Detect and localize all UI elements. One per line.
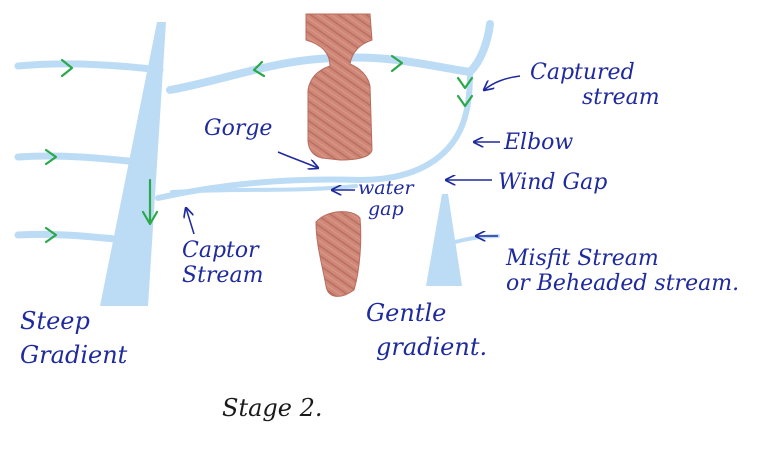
leader-gorge — [277, 151, 318, 168]
flow-arrow — [456, 94, 474, 108]
leader-arrows — [186, 75, 521, 236]
captor-stream-lower — [170, 184, 358, 194]
leader-captured — [484, 75, 521, 90]
flow-arrow — [390, 54, 404, 73]
tributary-middle — [14, 152, 152, 167]
gentle-gradient-label: Gentle gradient. — [366, 296, 487, 364]
captured-stream-label-line1: Captured — [530, 60, 635, 85]
misfit-inflow — [453, 234, 500, 244]
tributary-bottom — [14, 230, 129, 244]
wind-gap-label: Wind Gap — [498, 170, 608, 195]
tributary-top — [14, 60, 164, 74]
stage-caption: Stage 2. — [222, 394, 323, 422]
captor-stream-label-line2: Stream — [182, 263, 264, 288]
gentle-gradient-label-line1: Gentle — [366, 299, 447, 327]
captor-stream — [155, 69, 473, 201]
misfit-stream — [426, 194, 462, 286]
misfit-stream-label-line2: or Beheaded stream. — [506, 271, 740, 296]
water-gap-label-line1: water — [358, 177, 414, 199]
flow-arrows — [44, 54, 474, 244]
flow-arrow — [60, 58, 74, 78]
captor-stream-label-line1: Captor — [182, 238, 259, 263]
gentle-gradient-label-line2: gradient. — [376, 333, 488, 361]
misfit-stream-label: Misfit Stream or Beheaded stream. — [506, 246, 739, 296]
gorge-rock-upper — [305, 13, 373, 161]
steep-gradient-label-line1: Steep — [20, 307, 90, 335]
leader-captor — [186, 208, 195, 235]
elbow-label: Elbow — [504, 130, 574, 155]
upper-stream — [166, 20, 494, 94]
water-gap-label-line2: gap — [368, 198, 404, 220]
gorge-rock-lower — [315, 211, 362, 297]
captured-stream-label: Captured stream — [530, 60, 660, 110]
water-gap-label: water gap — [358, 178, 414, 220]
steep-gradient-label-line2: Gradient — [20, 341, 128, 369]
flow-arrow-down — [141, 178, 159, 226]
flow-arrow — [456, 76, 474, 90]
flow-arrow — [44, 148, 58, 166]
flow-arrow — [252, 60, 266, 78]
captured-stream-label-line2: stream — [582, 85, 660, 110]
captor-stream-label: Captor Stream — [182, 238, 263, 288]
gorge-label: Gorge — [204, 116, 273, 141]
flow-arrow — [44, 226, 58, 244]
misfit-stream-label-line1: Misfit Stream — [506, 246, 659, 271]
steep-gradient-label: Steep Gradient — [20, 304, 127, 372]
